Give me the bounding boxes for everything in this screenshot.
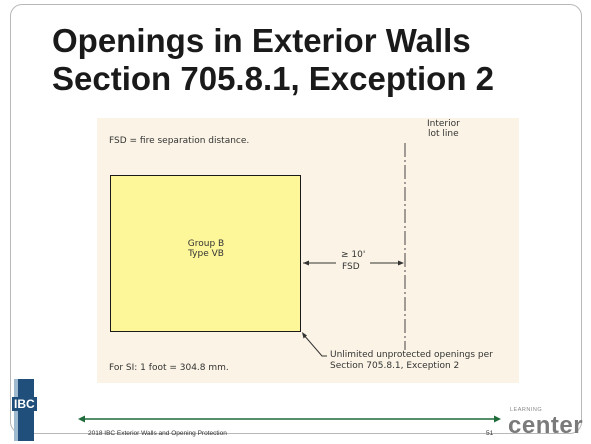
lot-line-label-1: Interior: [427, 119, 460, 129]
distance-label: ≥ 10': [341, 250, 366, 260]
callout-leader-line: [302, 333, 327, 357]
slide-frame: [10, 4, 582, 434]
si-conversion-note: For SI: 1 foot = 304.8 mm.: [109, 363, 229, 373]
distance-unit-label: FSD: [342, 262, 360, 272]
page-number: 51: [486, 430, 494, 437]
fsd-definition-note: FSD = fire separation distance.: [109, 136, 250, 146]
dimension-arrow-right: [398, 260, 404, 266]
title-line-1: Openings in Exterior Walls: [52, 22, 471, 59]
footer-arrow-right: [494, 415, 501, 423]
callout-arrowhead: [302, 332, 307, 339]
building-label-group: Group B: [187, 239, 225, 249]
group-b-building: [110, 175, 301, 332]
title-line-2: Section 705.8.1, Exception 2: [52, 60, 495, 97]
lot-line-label-2: lot line: [428, 129, 459, 139]
callout-line-1: Unlimited unprotected openings per: [330, 350, 493, 360]
footer-title: 2018 IBC Exterior Walls and Opening Prot…: [88, 430, 227, 437]
footer-arrow-left: [78, 415, 85, 423]
learning-center-logo-small: LEARNING: [510, 407, 543, 413]
building-label-type: Type VB: [188, 249, 224, 259]
slide-title: Openings in Exterior Walls Section 705.8…: [52, 22, 572, 98]
dimension-arrow-left: [303, 260, 309, 266]
learning-center-logo: center: [508, 412, 584, 439]
callout-line-2: Section 705.8.1, Exception 2: [330, 361, 460, 371]
ibc-logo: IBC: [12, 397, 37, 411]
